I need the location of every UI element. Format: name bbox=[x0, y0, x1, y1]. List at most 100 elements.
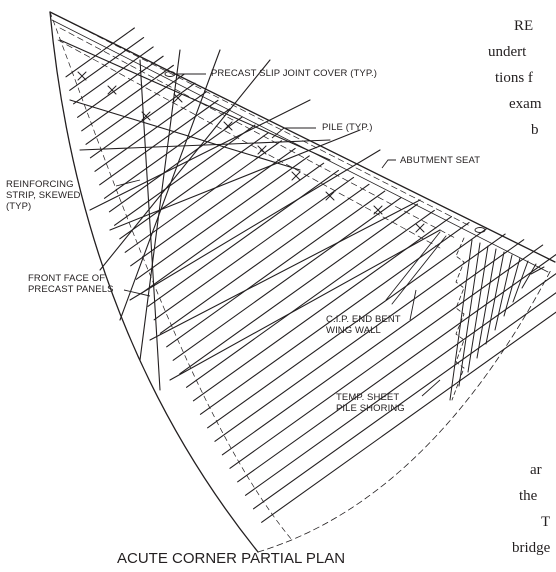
pile-marker bbox=[325, 191, 335, 201]
reinforcing-strip bbox=[124, 140, 282, 253]
reinforcing-strip bbox=[185, 209, 435, 388]
reinforcing-strip bbox=[261, 311, 556, 523]
reinforcing-strip bbox=[221, 239, 525, 456]
pile-marker bbox=[373, 205, 383, 215]
pile-marker bbox=[77, 71, 87, 81]
plan-linework bbox=[49, 11, 556, 553]
wing-wall-strip bbox=[467, 245, 489, 373]
cropped-body-text: RE undert tions f exam b ar the T bridge bbox=[488, 18, 551, 556]
reinforcing-strip bbox=[108, 116, 243, 213]
label-wing-wall: C.I.P. END BENT WING WALL bbox=[326, 314, 401, 336]
wing-wall-strip bbox=[530, 266, 545, 275]
abutment-seat-dash-3 bbox=[57, 39, 441, 249]
label-slip-joint: PRECAST SLIP JOINT COVER (TYP.) bbox=[211, 68, 377, 79]
skewed-reinforcing-strip bbox=[119, 49, 221, 321]
side-text-line-7: the bbox=[519, 488, 538, 504]
side-text-line-2: undert bbox=[488, 44, 527, 60]
reinforcing-strip bbox=[103, 108, 231, 199]
reinforcing-strip bbox=[114, 124, 256, 226]
wing-wall-strip bbox=[458, 242, 481, 387]
side-text-line-5: b bbox=[531, 122, 539, 138]
reinforcing-strip bbox=[77, 55, 164, 118]
label-sheet-pile: TEMP. SHEET PILE SHORING bbox=[336, 392, 405, 414]
reinforcing-strip bbox=[159, 183, 370, 334]
label-front-face-line-1: FRONT FACE OF bbox=[28, 273, 105, 284]
skewed-reinforcing-strip bbox=[69, 99, 301, 171]
front-face-curve bbox=[49, 11, 259, 553]
label-reinforcing-strip: REINFORCING STRIP, SKEWED (TYP) bbox=[6, 179, 81, 212]
pile-marker bbox=[173, 93, 183, 103]
label-reinforcing-line-2: STRIP, SKEWED bbox=[6, 190, 81, 201]
skewed-reinforcing-strip bbox=[129, 149, 381, 301]
wing-wall-strip bbox=[485, 251, 505, 345]
reinforcing-strip bbox=[89, 82, 196, 159]
pile-marker bbox=[291, 171, 301, 181]
reinforcing-strip bbox=[214, 233, 506, 442]
reinforcing-strip bbox=[199, 222, 470, 415]
reinforcing-strip bbox=[73, 46, 154, 105]
skewed-reinforcing-strip bbox=[109, 129, 361, 231]
abutment-edge-line-inner bbox=[51, 19, 549, 273]
label-reinforcing-line-3: (TYP) bbox=[6, 201, 31, 212]
reinforcing-strip bbox=[94, 91, 207, 172]
reinforcing-strip bbox=[244, 272, 556, 496]
label-sheet-pile-line-1: TEMP. SHEET bbox=[336, 392, 399, 403]
side-text-line-8: T bbox=[541, 514, 550, 530]
skewed-reinforcing-strip bbox=[59, 39, 331, 161]
wing-wall-line bbox=[391, 235, 447, 305]
reinforcing-strip bbox=[119, 132, 269, 240]
leader-lines bbox=[115, 73, 441, 397]
pile-marker bbox=[223, 121, 233, 131]
reinforcing-strip bbox=[69, 37, 145, 91]
label-abutment-seat: ABUTMENT SEAT bbox=[400, 155, 480, 166]
wing-wall-line bbox=[385, 231, 441, 301]
reinforcing-strip bbox=[252, 292, 556, 510]
reinforcing-strip bbox=[130, 147, 296, 267]
skewed-reinforcing-strip bbox=[169, 229, 441, 381]
reinforcing-strip bbox=[135, 155, 310, 280]
reinforcing-strip bbox=[147, 169, 339, 307]
skewed-reinforcing-strip bbox=[99, 59, 271, 271]
reinforcing-strip bbox=[65, 27, 135, 78]
side-text-line-1: RE bbox=[514, 18, 533, 34]
abutment-seat-dash-1 bbox=[61, 17, 471, 227]
reinforcing-strip bbox=[192, 216, 453, 402]
side-text-line-6: ar bbox=[530, 462, 542, 478]
label-reinforcing-line-1: REINFORCING bbox=[6, 179, 74, 190]
reinforcing-strip bbox=[237, 253, 556, 483]
skewed-reinforcing-strip bbox=[149, 199, 421, 341]
side-text-line-4: exam bbox=[509, 96, 542, 112]
reinforcing-strip bbox=[85, 73, 185, 145]
reinforcing-strip bbox=[153, 176, 355, 321]
reinforcing-strip bbox=[229, 244, 544, 469]
wing-wall-strip bbox=[476, 248, 497, 359]
wing-wall-strip bbox=[449, 239, 473, 401]
skewed-reinforcing-strip bbox=[89, 99, 311, 211]
reinforcing-strip bbox=[166, 190, 386, 348]
skewed-reinforcing-strip bbox=[79, 139, 331, 151]
abutment-seat-dash-2 bbox=[59, 27, 456, 239]
label-front-face: FRONT FACE OF PRECAST PANELS bbox=[28, 273, 114, 295]
pile-marker bbox=[415, 223, 425, 233]
reinforcing-strip bbox=[179, 203, 419, 375]
reinforcing-strip bbox=[172, 197, 402, 361]
slip-joint-cover bbox=[474, 227, 486, 233]
slip-joint-cover bbox=[164, 71, 176, 77]
label-wing-wall-line-1: C.I.P. END BENT bbox=[326, 314, 401, 325]
wing-wall-strip bbox=[494, 254, 513, 331]
pile-marker bbox=[107, 85, 117, 95]
label-sheet-pile-line-2: PILE SHORING bbox=[336, 403, 405, 414]
wing-wall-strip bbox=[521, 263, 537, 289]
reinforcing-strip bbox=[81, 64, 174, 132]
pile-marker bbox=[257, 145, 267, 155]
pile-marker bbox=[141, 111, 151, 121]
label-wing-wall-line-2: WING WALL bbox=[326, 325, 381, 336]
reinforcing-strip bbox=[99, 99, 219, 186]
side-text-line-9: bridge bbox=[512, 540, 551, 556]
skewed-reinforcing-strip bbox=[139, 59, 161, 391]
label-front-face-line-2: PRECAST PANELS bbox=[28, 284, 114, 295]
abutment-edge-line bbox=[49, 11, 556, 263]
reinforcing-strip bbox=[207, 227, 488, 429]
wing-wall-strip bbox=[512, 260, 529, 303]
